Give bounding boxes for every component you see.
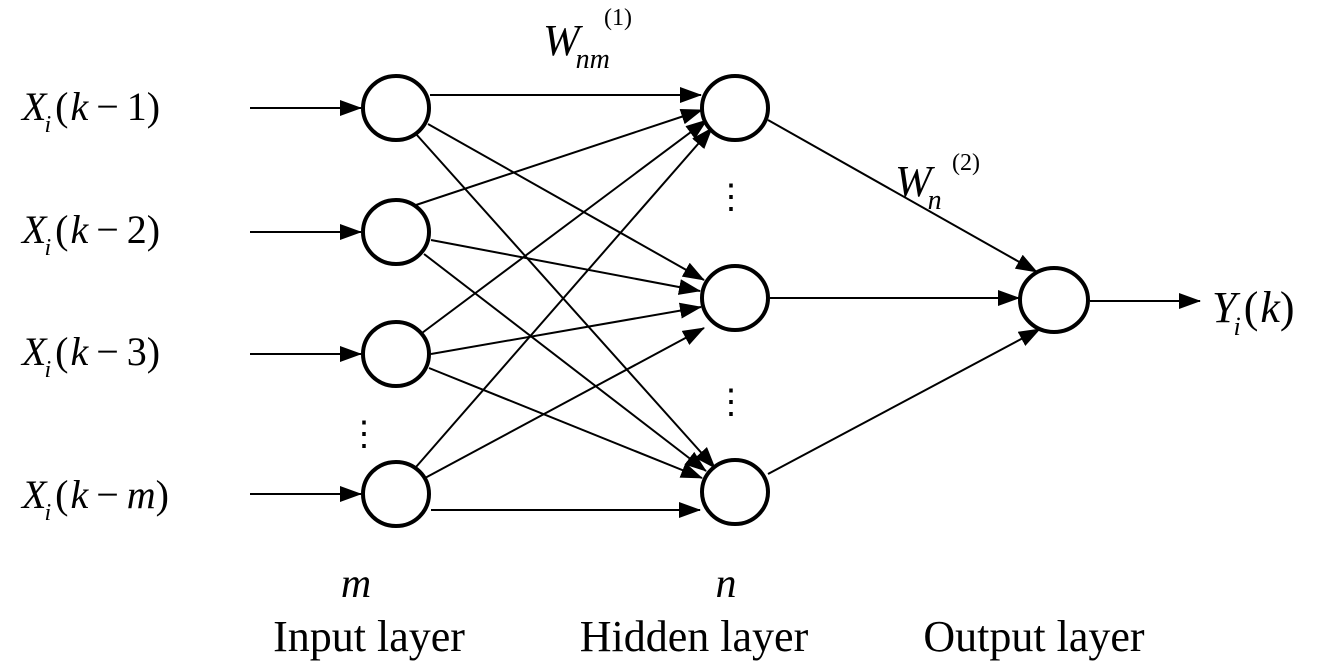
hidden-node-2 [700, 264, 770, 332]
svg-text:Wn: Wn [895, 157, 942, 216]
hidden-node-n [700, 458, 770, 526]
hidden-ellipsis-upper: ⋮ [714, 179, 748, 216]
output-label: Yi(k) [1212, 283, 1295, 341]
edge-h1-o [767, 119, 1038, 273]
svg-text:(1): (1) [604, 5, 632, 31]
edge-i1-h2 [427, 123, 705, 281]
edge-im-h1 [415, 127, 713, 468]
hidden-ellipsis-lower: ⋮ [714, 384, 748, 421]
weight-label-w2: Wn (2) [895, 150, 980, 216]
edge-h3-o [767, 328, 1041, 475]
edge-i3-h3 [428, 367, 703, 479]
input-label-2: Xi(k−2) [20, 207, 160, 261]
input-node-1 [361, 74, 431, 142]
svg-text:Yi(k): Yi(k) [1212, 283, 1295, 341]
input-label-1: Xi(k−1) [20, 84, 160, 138]
edge-i1-h3 [415, 133, 716, 469]
hidden-layer-nodes [700, 74, 770, 526]
edge-im-h2 [424, 327, 705, 479]
svg-text:Xi(k−3): Xi(k−3) [20, 329, 160, 383]
hidden-node-1 [700, 74, 770, 142]
input-label-m: Xi(k−m) [20, 472, 169, 526]
input-node-3 [361, 320, 431, 388]
input-layer-title: Input layer [273, 612, 465, 661]
output-node [1018, 266, 1090, 334]
svg-text:Wnm: Wnm [543, 16, 610, 75]
hidden-output-connections [767, 119, 1041, 475]
hidden-layer-title: Hidden layer [580, 612, 809, 661]
edge-i3-h1 [421, 119, 708, 334]
edge-i2-h2 [430, 239, 701, 295]
output-layer-title: Output layer [923, 612, 1145, 661]
input-node-2 [361, 198, 431, 266]
svg-text:(2): (2) [952, 150, 980, 176]
weight-label-w1: Wnm (1) [543, 5, 632, 75]
edge-i2-h3 [423, 253, 707, 472]
input-count-label: m [341, 561, 371, 607]
input-ellipsis: ⋮ [347, 416, 381, 453]
input-label-3: Xi(k−3) [20, 329, 160, 383]
input-hidden-connections [415, 87, 716, 518]
svg-text:Xi(k−1): Xi(k−1) [20, 84, 160, 138]
hidden-count-label: n [716, 561, 737, 607]
edge-i3-h2 [430, 302, 702, 355]
input-layer-nodes [361, 74, 431, 528]
edge-i2-h1 [415, 109, 703, 206]
svg-text:Xi(k−2): Xi(k−2) [20, 207, 160, 261]
input-node-m [361, 460, 431, 528]
svg-text:Xi(k−m): Xi(k−m) [20, 472, 169, 526]
